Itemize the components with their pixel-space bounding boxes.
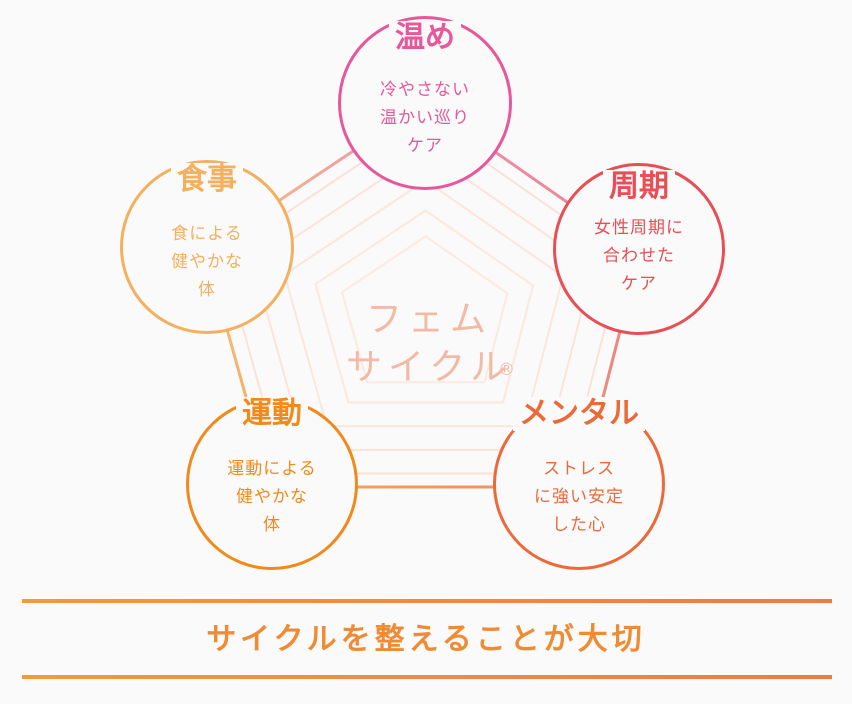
node-mental: メンタル ストレス に強い安定 した心 — [493, 397, 665, 570]
node-cycle-title: 周期 — [603, 170, 675, 204]
node-warmth-title: 温め — [389, 21, 461, 55]
node-exercise: 運動 運動による 健やかな 体 — [186, 397, 358, 570]
node-diet-text: 食による 健やかな 体 — [171, 224, 243, 300]
node-diet-title: 食事 — [171, 163, 243, 197]
node-exercise-title: 運動 — [236, 397, 308, 431]
footer-bottom-bar — [22, 675, 832, 679]
node-exercise-text: 運動による 健やかな 体 — [227, 459, 317, 535]
node-warmth-text: 冷やさない 温かい巡り ケア — [380, 80, 470, 156]
node-cycle: 周期 女性周期に 合わせた ケア — [553, 163, 725, 335]
node-cycle-text: 女性周期に 合わせた ケア — [594, 218, 684, 294]
center-title-line1: フェム — [366, 299, 493, 340]
node-diet: 食事 食による 健やかな 体 — [120, 160, 294, 334]
footer-top-bar — [22, 599, 832, 603]
footer-text: サイクルを整えることが大切 — [206, 622, 646, 657]
registered-mark: ® — [498, 360, 515, 380]
pentagon-ring — [314, 209, 535, 404]
node-mental-text: ストレス に強い安定 した心 — [534, 459, 624, 535]
node-mental-title: メンタル — [513, 397, 645, 431]
pentagon-ring — [340, 235, 509, 384]
node-warmth: 温め 冷やさない 温かい巡り ケア — [338, 16, 512, 190]
center-title-line2: サイクル — [346, 347, 513, 388]
pentagon-ring — [283, 179, 565, 428]
